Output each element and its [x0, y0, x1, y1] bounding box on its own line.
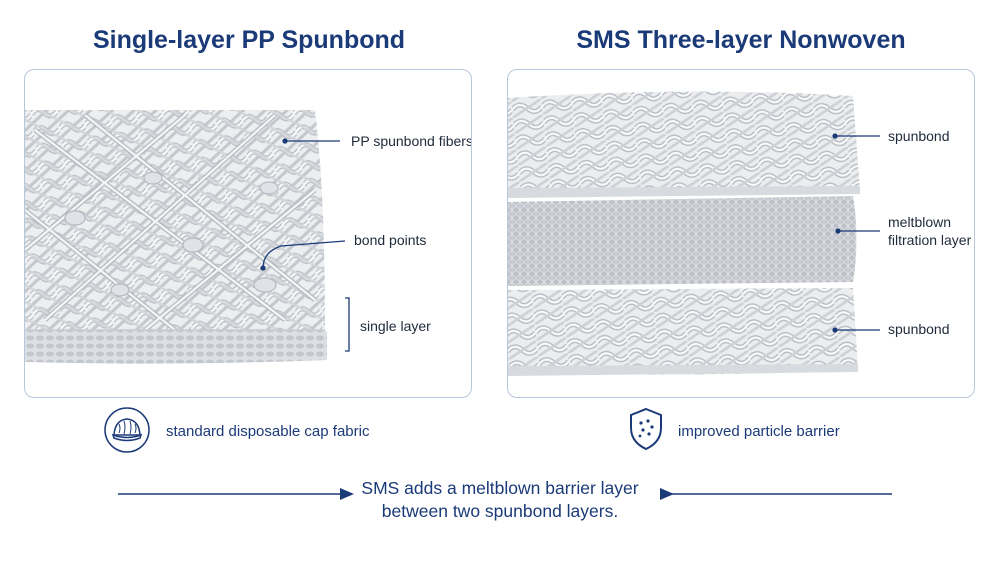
cap-icon	[104, 407, 150, 453]
bottom-spunbond-label: spunbond	[888, 321, 950, 337]
sms-panel: spunbond meltblown filtration layer spun…	[507, 69, 975, 398]
summary-line-1: SMS adds a meltblown barrier layer	[361, 478, 639, 498]
spunbond-fabric-illustration	[25, 110, 350, 364]
shield-icon	[630, 407, 662, 451]
meltblown-label-line1: meltblown	[888, 214, 952, 230]
particle-barrier-note: improved particle barrier	[678, 423, 840, 440]
right-arrow-icon	[660, 488, 892, 500]
sms-fabric-illustration	[508, 91, 880, 376]
summary-line-2: between two spunbond layers.	[381, 501, 619, 521]
summary-text: SMS adds a meltblown barrier layer betwe…	[330, 477, 670, 523]
bond-points-label: bond points	[354, 232, 427, 248]
single-layer-label: single layer	[360, 318, 431, 334]
cap-fabric-note: standard disposable cap fabric	[166, 423, 370, 440]
single-layer-panel: PP spunbond fibers bond points single la…	[24, 69, 472, 398]
left-panel-title: Single-layer PP Spunbond	[92, 26, 406, 54]
left-arrow-icon	[118, 488, 354, 500]
meltblown-label-line2: filtration layer	[888, 232, 972, 248]
top-spunbond-label: spunbond	[888, 128, 950, 144]
right-panel-title: SMS Three-layer Nonwoven	[576, 26, 906, 54]
fibers-label: PP spunbond fibers	[351, 133, 472, 149]
